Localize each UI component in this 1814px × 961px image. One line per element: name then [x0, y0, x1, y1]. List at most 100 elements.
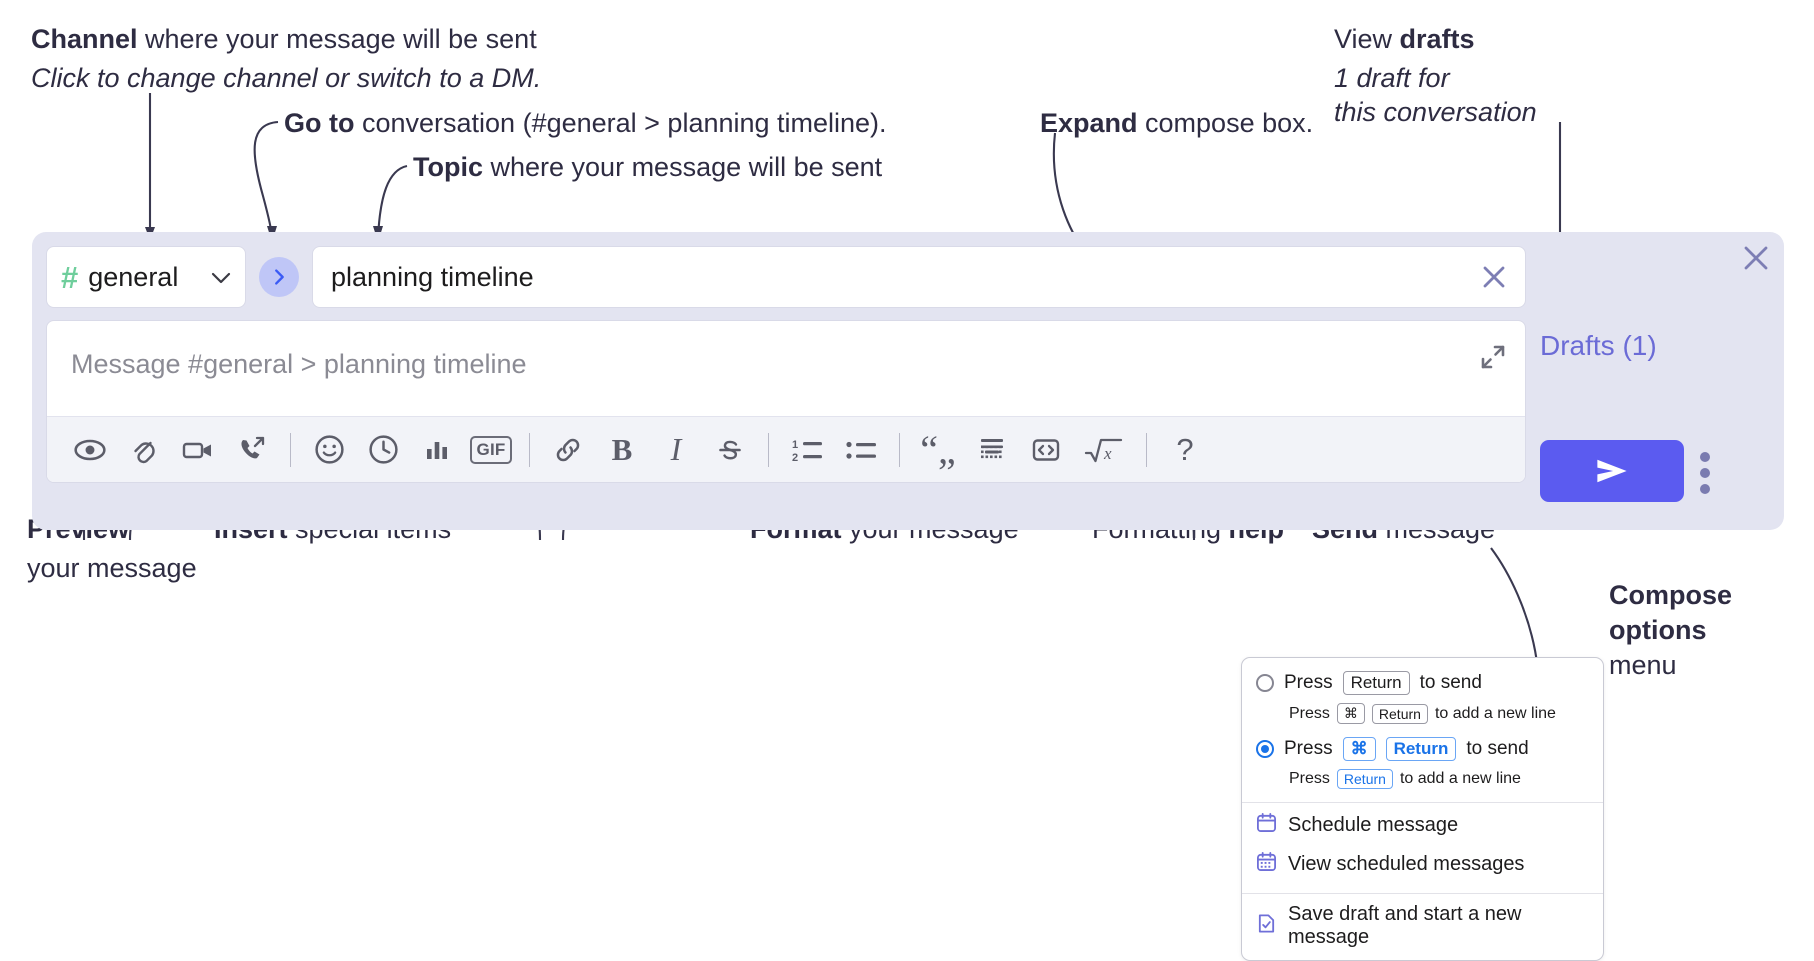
option2-press: Press — [1284, 738, 1333, 759]
send-button[interactable] — [1540, 440, 1684, 502]
menu-item-schedule-message[interactable]: Schedule message — [1242, 806, 1603, 845]
annotation-goto-rest: conversation (#general > planning timeli… — [354, 108, 887, 138]
option1-to-send: to send — [1419, 672, 1482, 693]
annotation-drafts-italic2: this conversation — [1334, 97, 1537, 128]
go-to-conversation-button[interactable] — [259, 257, 299, 297]
annotation-expand-bold: Expand — [1040, 108, 1138, 138]
compose-options-menu: Press Return to send Press ⌘ Return to a… — [1241, 657, 1604, 961]
help-label: ? — [1176, 431, 1194, 467]
message-input-area[interactable]: Message #general > planning timeline — [46, 320, 1526, 483]
radio-selected-icon[interactable] — [1256, 740, 1274, 758]
code-icon[interactable] — [1019, 423, 1073, 477]
gif-label: GIF — [469, 435, 513, 464]
annotation-preview-rest: your message — [27, 552, 197, 583]
annotation-compose-options-bold2: options — [1609, 615, 1707, 646]
option2-sub-rest: to add a new line — [1399, 770, 1521, 787]
compose-box: # general planning timeline Message #gen… — [32, 232, 1784, 530]
help-icon[interactable]: ? — [1158, 423, 1212, 477]
topic-input[interactable]: planning timeline — [312, 246, 1526, 308]
kebab-dot — [1700, 484, 1710, 494]
code-block-icon[interactable] — [965, 423, 1019, 477]
annotation-channel-rest: where your message will be sent — [137, 24, 537, 54]
formatting-toolbar: GIF B I — [47, 416, 1525, 482]
calendar-view-icon — [1256, 851, 1277, 878]
divider — [899, 432, 900, 467]
annotation-channel: Channel where your message will be sent … — [31, 22, 541, 95]
clear-topic-icon[interactable] — [1479, 262, 1509, 292]
send-arrow-icon — [1597, 459, 1627, 483]
radio-unselected-icon[interactable] — [1256, 674, 1274, 692]
bulleted-list-icon[interactable] — [834, 423, 888, 477]
drafts-link[interactable]: Drafts (1) — [1540, 330, 1657, 361]
annotation-expand-rest: compose box. — [1137, 108, 1314, 138]
option1-sub-rest: to add a new line — [1434, 704, 1556, 722]
annotation-goto: Go to conversation (#general > planning … — [284, 106, 887, 141]
annotation-compose-options-bold1: Compose — [1609, 580, 1733, 610]
menu-item-label: View scheduled messages — [1288, 853, 1525, 875]
channel-selector[interactable]: # general — [46, 246, 246, 308]
option2-key-cmd: ⌘ — [1342, 737, 1376, 761]
send-option-cmd-return[interactable]: Press ⌘ Return to send — [1242, 733, 1603, 765]
clock-icon[interactable] — [356, 423, 410, 477]
hash-icon: # — [61, 259, 79, 295]
annotation-goto-bold: Go to — [284, 108, 355, 138]
divider — [529, 432, 530, 467]
gif-icon[interactable]: GIF — [464, 423, 518, 477]
link-icon[interactable] — [541, 423, 595, 477]
option2-sub-press: Press — [1289, 770, 1330, 787]
menu-divider — [1242, 893, 1603, 894]
annotation-expand: Expand compose box. — [1040, 106, 1313, 141]
save-draft-icon — [1256, 913, 1277, 940]
kebab-dot — [1700, 452, 1710, 462]
send-option-return[interactable]: Press Return to send — [1242, 667, 1603, 699]
topic-value: planning timeline — [331, 261, 534, 292]
annotation-topic-rest: where your message will be sent — [483, 152, 883, 182]
option2-to-send: to send — [1466, 738, 1529, 759]
annotation-channel-bold: Channel — [31, 24, 138, 54]
menu-item-view-scheduled[interactable]: View scheduled messages — [1242, 845, 1603, 884]
divider — [1146, 432, 1147, 467]
calendar-schedule-icon — [1256, 812, 1277, 839]
call-icon[interactable] — [225, 423, 279, 477]
video-icon[interactable] — [171, 423, 225, 477]
expand-icon[interactable] — [1479, 343, 1507, 371]
send-option-cmd-return-hint: Press Return to add a new line — [1242, 765, 1603, 793]
menu-item-label: Schedule message — [1288, 814, 1459, 836]
option1-key-return: Return — [1342, 671, 1410, 695]
strikethrough-icon[interactable] — [703, 423, 757, 477]
compose-options-menu-button[interactable] — [1700, 452, 1710, 494]
kebab-dot — [1700, 468, 1710, 478]
compose-main-column: # general planning timeline Message #gen… — [46, 246, 1526, 483]
option2-key-return: Return — [1385, 737, 1457, 761]
preview-icon[interactable] — [63, 423, 117, 477]
menu-divider — [1242, 802, 1603, 803]
menu-item-save-draft[interactable]: Save draft and start a new message — [1242, 897, 1603, 960]
blockquote-icon[interactable]: “„ — [911, 423, 965, 477]
divider — [290, 432, 291, 467]
italic-label: I — [670, 431, 682, 467]
blockquote-glyph: “„ — [920, 426, 956, 472]
ordered-list-icon[interactable]: 1 2 — [780, 423, 834, 477]
italic-icon[interactable]: I — [649, 423, 703, 477]
poll-icon[interactable] — [410, 423, 464, 477]
bold-icon[interactable]: B — [595, 423, 649, 477]
annotation-drafts: View drafts 1 draft for this conversatio… — [1334, 22, 1537, 130]
chevron-right-icon — [275, 269, 284, 285]
annotation-drafts-italic1: 1 draft for — [1334, 62, 1450, 93]
message-placeholder: Message #general > planning timeline — [71, 349, 527, 379]
annotation-drafts-bold: drafts — [1399, 24, 1475, 54]
channel-name: general — [88, 261, 179, 292]
send-option-return-hint: Press ⌘ Return to add a new line — [1242, 699, 1603, 728]
bold-label: B — [611, 431, 633, 467]
compose-header-row: # general planning timeline — [46, 246, 1526, 308]
emoji-icon[interactable] — [302, 423, 356, 477]
svg-text:x: x — [1103, 444, 1112, 463]
close-icon[interactable] — [1741, 243, 1771, 273]
math-icon[interactable]: x — [1073, 423, 1135, 477]
annotation-topic-bold: Topic — [413, 152, 483, 182]
attachment-icon[interactable] — [117, 423, 171, 477]
annotation-compose-options-rest: menu — [1609, 650, 1677, 681]
annotation-channel-italic: Click to change channel or switch to a D… — [31, 62, 542, 93]
annotation-drafts-lead: View — [1334, 24, 1400, 54]
menu-item-label: Save draft and start a new message — [1288, 903, 1522, 948]
